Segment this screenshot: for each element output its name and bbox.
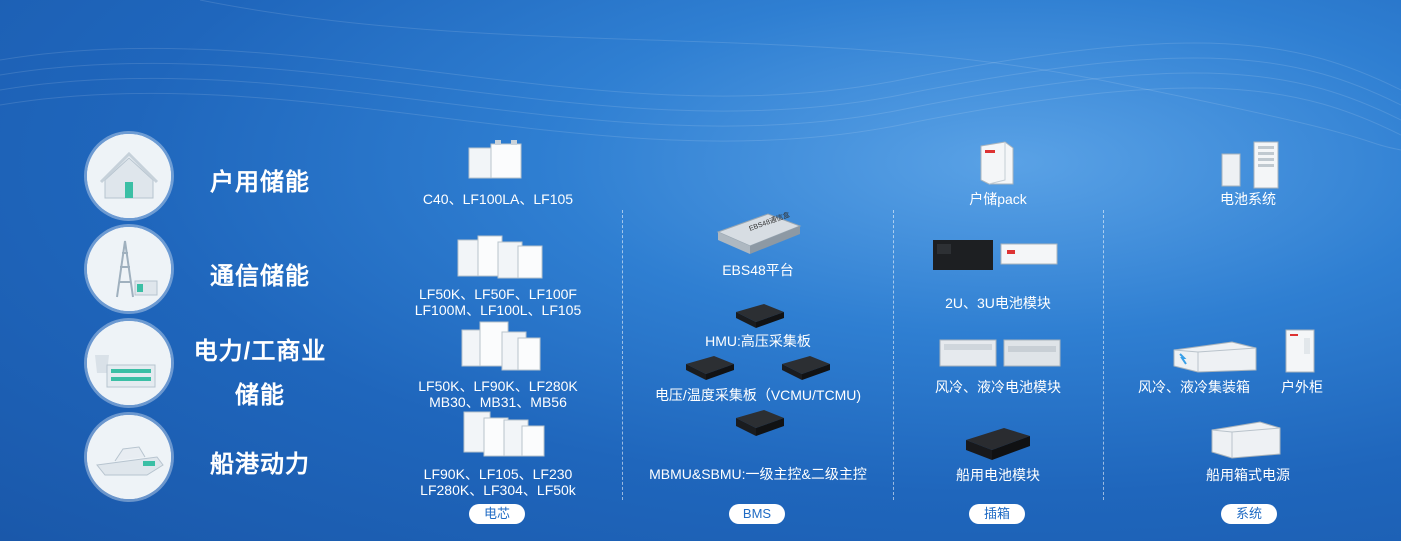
tcmu-board-image — [782, 356, 830, 380]
cell-label-home: C40、LF100LA、LF105 — [422, 191, 574, 207]
system-label-container: 风冷、液冷集装箱 — [1138, 379, 1250, 395]
pack-label-marine: 船用电池模块 — [956, 467, 1040, 483]
pack-label-home: 户储pack — [969, 191, 1027, 207]
rack-module-image — [933, 240, 1058, 270]
marine-module-image — [966, 428, 1030, 460]
home-storage-image — [87, 134, 171, 218]
pack-label-cooling: 风冷、液冷电池模块 — [935, 379, 1061, 395]
system-label-battery: 电池系统 — [1220, 191, 1276, 207]
mbmu-board-image — [736, 410, 784, 436]
bms-label-ebs48: EBS48平台 — [722, 262, 794, 278]
system-label-cabinet: 户外柜 — [1281, 379, 1323, 395]
pack-label-rack: 2U、3U电池模块 — [945, 295, 1051, 311]
category-power-storage-line2: 储能 — [235, 382, 285, 409]
power-storage-image — [87, 321, 171, 405]
cell-label-telecom-1: LF50K、LF50F、LF100F — [419, 286, 577, 302]
cell-label-marine-1: LF90K、LF105、LF230 — [423, 466, 573, 482]
tag-system: 系统 — [1221, 504, 1277, 524]
category-telecom-storage: 通信储能 — [210, 263, 310, 290]
cell-battery-image — [461, 321, 541, 371]
column-divider — [622, 210, 623, 500]
cell-label-marine-2: LF280K、LF304、LF50k — [420, 482, 576, 498]
telecom-storage-image — [87, 227, 171, 311]
outdoor-cabinet-image — [1285, 329, 1315, 373]
bms-label-vcmu: 电压/温度采集板（VCMU/TCMU) — [654, 387, 862, 403]
home-pack-image — [980, 141, 1014, 185]
bms-label-hmu: HMU:高压采集板 — [705, 333, 811, 349]
cell-battery-image — [457, 235, 543, 279]
ebs48-device-image: EBS48通信盒 — [716, 210, 802, 254]
system-label-marine: 船用箱式电源 — [1206, 467, 1290, 483]
hmu-board-image — [736, 304, 784, 328]
category-home-storage: 户用储能 — [210, 169, 310, 196]
cell-battery-image — [463, 411, 545, 457]
column-divider — [893, 210, 894, 500]
bms-label-mbmu: MBMU&SBMU:一级主控&二级主控 — [649, 466, 867, 482]
battery-system-image — [1221, 141, 1279, 189]
vcmu-board-image — [686, 356, 734, 380]
column-divider — [1103, 210, 1104, 500]
container-image — [1173, 341, 1257, 373]
category-power-storage-line1: 电力/工商业 — [193, 338, 327, 365]
cell-label-telecom-2: LF100M、LF100L、LF105 — [414, 302, 582, 318]
tag-cell: 电芯 — [469, 504, 525, 524]
tag-bms: BMS — [729, 504, 785, 524]
cell-battery-image — [468, 140, 522, 179]
cooling-module-image — [939, 339, 1061, 367]
marine-power-image — [87, 415, 171, 499]
cell-label-power-2: MB30、MB31、MB56 — [429, 394, 567, 410]
marine-power-box-image — [1211, 421, 1281, 459]
cell-label-power-1: LF50K、LF90K、LF280K — [418, 378, 578, 394]
tag-pack: 插箱 — [969, 504, 1025, 524]
category-marine-power: 船港动力 — [210, 451, 310, 478]
